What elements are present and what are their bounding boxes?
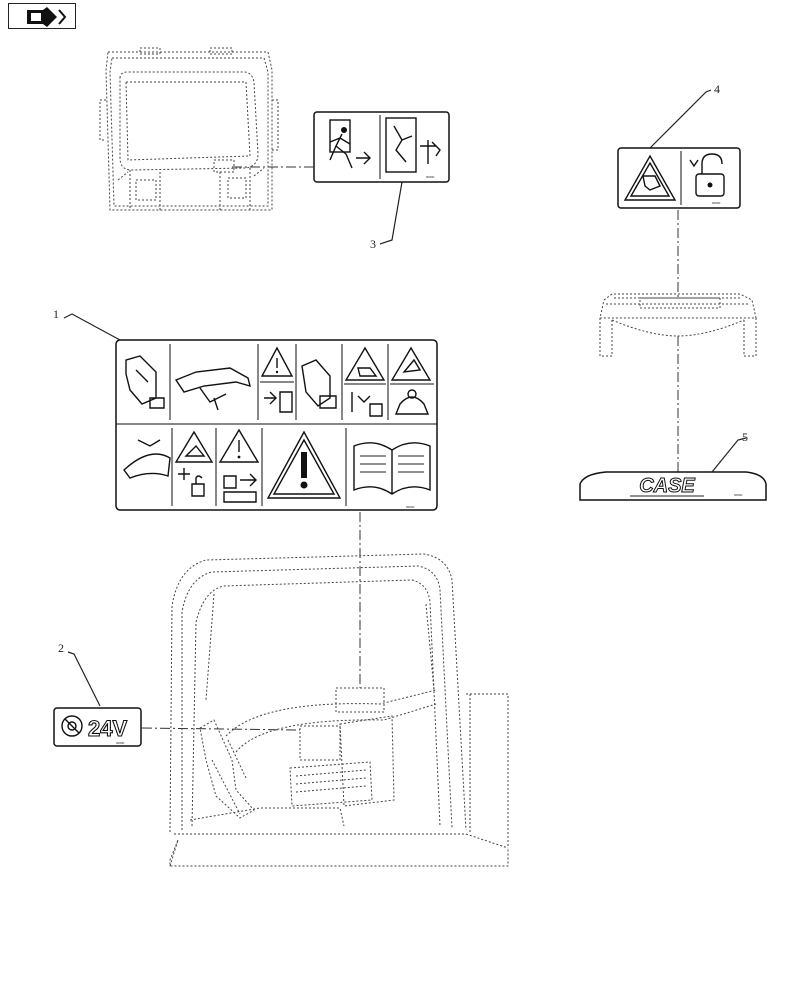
- cab-isometric-view: [169, 553, 509, 867]
- seatbelt-icon: [394, 396, 430, 415]
- svg-text:00000: 00000: [406, 505, 415, 509]
- large-warning-triangle-icon: [266, 430, 342, 499]
- tipover-warning-icon: [390, 346, 432, 381]
- decal-5-case-badge: CASE 00000: [579, 471, 767, 501]
- callout-5: 5: [742, 430, 748, 444]
- bucket-arm-icon: [125, 355, 165, 409]
- bucket-hand-icon: [123, 439, 171, 479]
- operator-warning-icon: [174, 430, 214, 463]
- general-warning-icon: [218, 428, 260, 463]
- decal-4-warning-unlock: 00000: [617, 147, 741, 209]
- manual-lock-icon: [223, 473, 257, 503]
- cab-rear-view: [99, 47, 279, 211]
- callout-2: 2: [58, 641, 64, 655]
- decal-1-warning-label: 00000: [115, 339, 438, 511]
- decal-3-emergency-exit: 00000: [313, 111, 450, 183]
- running-man-icon: [329, 119, 371, 169]
- crush-warning-icon: [344, 346, 386, 381]
- unlock-icon: [689, 153, 725, 197]
- folder-arrow-icon: [27, 7, 67, 27]
- voltage-text: 24V: [88, 716, 127, 741]
- small-warning-icon: [260, 346, 294, 377]
- manual-book-icon: [353, 442, 431, 495]
- svg-text:00000: 00000: [712, 201, 721, 205]
- decal-2-voltage: 24V 00000: [53, 707, 142, 747]
- arrow-door-icon: [264, 391, 293, 413]
- svg-text:00000: 00000: [734, 493, 743, 497]
- warning-triangle-icon: [623, 154, 677, 201]
- no-smoking-circle-icon: [61, 715, 83, 737]
- svg-text:00000: 00000: [116, 741, 125, 745]
- cab-roof-piece: [599, 293, 757, 357]
- lock-key-icon: [178, 468, 205, 497]
- arm-cab-icon: [301, 359, 337, 409]
- callout-4: 4: [714, 82, 720, 96]
- brand-text: CASE: [639, 475, 695, 497]
- boom-arm-icon: [174, 367, 251, 411]
- svg-text:00000: 00000: [426, 175, 435, 179]
- callout-1: 1: [53, 307, 59, 321]
- lever-lock-icon: [351, 392, 383, 417]
- nav-button[interactable]: [8, 3, 76, 29]
- callout-3: 3: [370, 237, 376, 251]
- break-glass-hammer-icon: [385, 117, 441, 173]
